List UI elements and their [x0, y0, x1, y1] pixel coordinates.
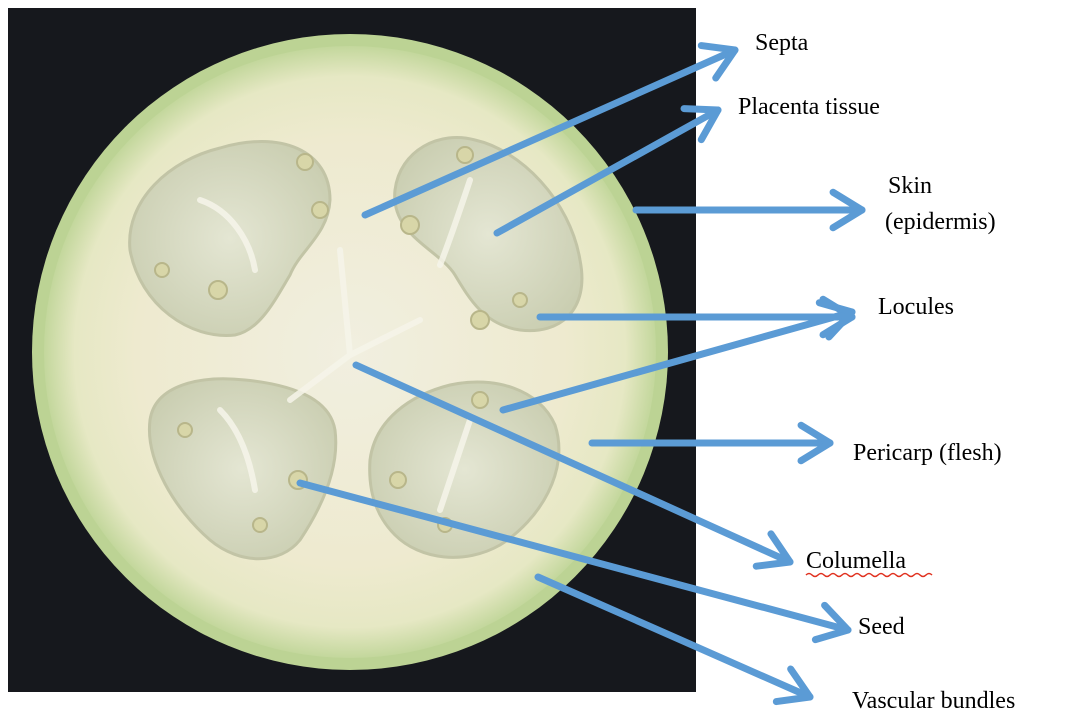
label-columella: Columella	[806, 548, 906, 574]
label-vascular-bundles: Vascular bundles	[852, 688, 1015, 714]
label-seed: Seed	[858, 614, 905, 640]
label-placenta-tissue: Placenta tissue	[738, 94, 880, 120]
label-skin-line2: (epidermis)	[885, 209, 996, 235]
label-locules: Locules	[878, 294, 954, 320]
label-pericarp: Pericarp (flesh)	[853, 440, 1002, 466]
label-skin-line1: Skin	[888, 173, 932, 199]
fruit-slice	[32, 34, 668, 670]
label-septa: Septa	[755, 30, 809, 56]
